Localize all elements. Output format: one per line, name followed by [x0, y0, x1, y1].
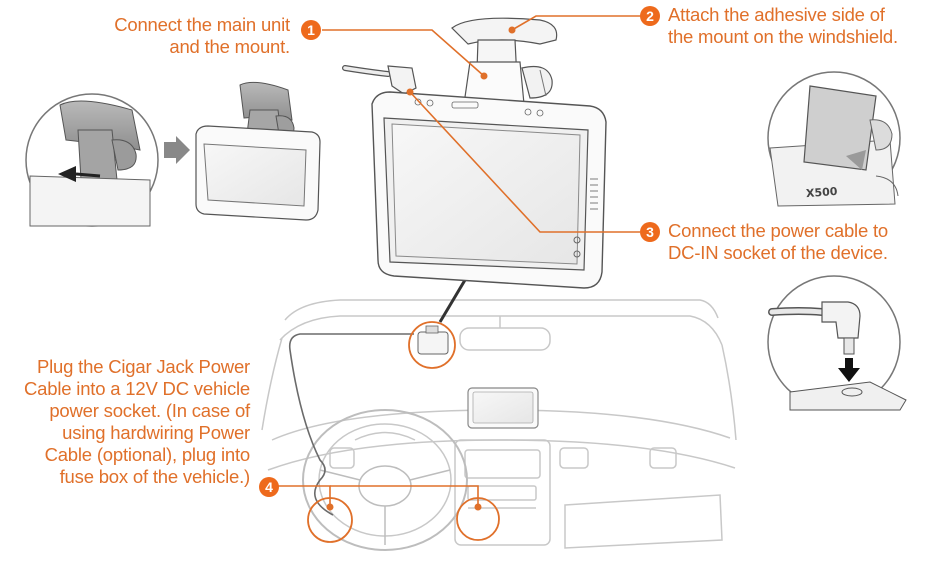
power-plug-closeup-inset	[767, 275, 907, 411]
step-1-instruction: Connect the main unit and the mount.	[114, 14, 290, 57]
step-3-badge: 3	[640, 222, 660, 242]
step-3-instruction: Connect the power cable to DC-IN socket …	[668, 220, 889, 263]
step-4-badge: 4	[259, 477, 279, 497]
adhesive-closeup-inset	[767, 71, 901, 207]
step-4-instruction: Plug the Cigar Jack Power Cable into a 1…	[24, 356, 250, 487]
dashboard-mounted-device	[467, 387, 539, 429]
main-unit-illustration	[342, 17, 607, 289]
step-2-badge: 2	[640, 6, 660, 26]
device-model-label: X500	[805, 184, 838, 201]
mount-closeup-inset	[25, 93, 159, 227]
step-1-badge: 1	[301, 20, 321, 40]
mount-location-highlight	[408, 321, 456, 369]
callout-leader-lines	[278, 15, 650, 505]
power-cable-route	[288, 333, 414, 516]
step-arrow-icon	[164, 136, 190, 164]
assembled-unit-illustration	[195, 81, 321, 221]
step-2-instruction: Attach the adhesive side of the mount on…	[668, 4, 898, 47]
windshield-mini-device	[417, 325, 449, 355]
insert-arrow-icon	[838, 358, 860, 382]
